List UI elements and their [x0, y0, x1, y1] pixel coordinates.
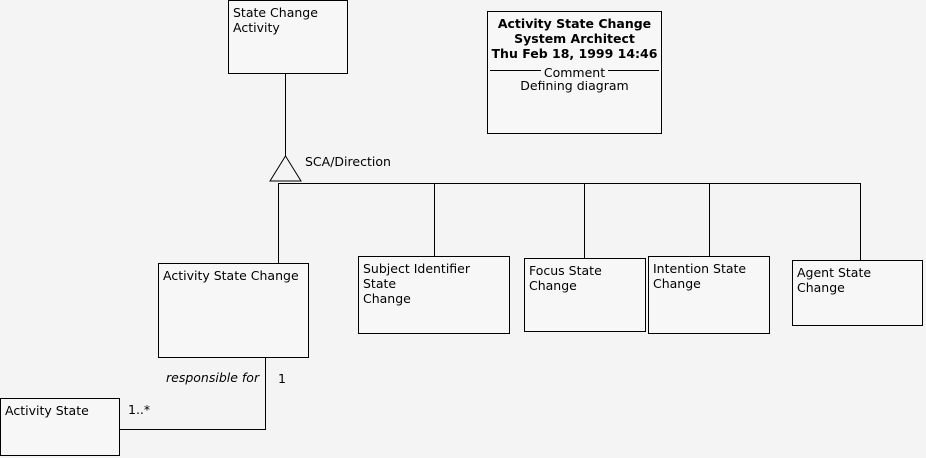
note-box-activity-state-change[interactable]: Activity State Change System Architect T…	[487, 11, 662, 134]
note-title-line-2: System Architect	[514, 31, 635, 46]
generalization-label-sca-direction: SCA/Direction	[305, 154, 391, 169]
class-name-state-change-activity: State Change Activity	[233, 5, 318, 35]
class-box-state-change-activity[interactable]: State Change Activity	[228, 0, 348, 74]
class-box-focus-state-change[interactable]: Focus State Change	[524, 258, 646, 332]
generalization-drop-agent-state-change	[860, 183, 861, 260]
note-title-line-1: Activity State Change	[497, 16, 652, 31]
association-role-label: responsible for	[166, 370, 260, 385]
association-multiplicity-one: 1	[278, 371, 286, 386]
class-box-activity-state-change[interactable]: Activity State Change	[158, 263, 309, 358]
class-name-intention-state-change: Intention State Change	[653, 261, 747, 291]
association-line-horizontal	[119, 429, 266, 430]
generalization-drop-subject-identifier-state-change	[434, 183, 435, 256]
generalization-drop-focus-state-change	[584, 183, 585, 258]
generalization-triangle-icon	[269, 155, 302, 182]
association-line-vertical	[265, 358, 266, 430]
generalization-stem-upper	[285, 74, 286, 156]
class-name-activity-state: Activity State	[5, 403, 89, 418]
class-name-activity-state-change: Activity State Change	[163, 268, 299, 283]
generalization-bus-line	[278, 183, 861, 184]
class-name-focus-state-change: Focus State Change	[529, 263, 602, 293]
note-separator-label: Comment	[540, 65, 609, 81]
class-name-subject-identifier-state-change: Subject Identifier State Change	[363, 261, 471, 306]
note-separator-rule-left	[490, 70, 542, 71]
class-name-agent-state-change: Agent State Change	[797, 265, 872, 295]
class-box-agent-state-change[interactable]: Agent State Change	[792, 260, 923, 326]
note-separator: Comment	[488, 62, 661, 81]
class-box-activity-state[interactable]: Activity State	[0, 398, 120, 456]
association-multiplicity-many: 1..*	[128, 402, 151, 417]
generalization-drop-intention-state-change	[709, 183, 710, 256]
class-box-intention-state-change[interactable]: Intention State Change	[648, 256, 770, 334]
note-separator-rule-right	[607, 70, 659, 71]
note-title-line-3: Thu Feb 18, 1999 14:46	[491, 46, 658, 61]
class-box-subject-identifier-state-change[interactable]: Subject Identifier State Change	[358, 256, 510, 334]
note-body-text: Defining diagram	[520, 78, 629, 93]
generalization-drop-activity-state-change	[278, 183, 279, 263]
